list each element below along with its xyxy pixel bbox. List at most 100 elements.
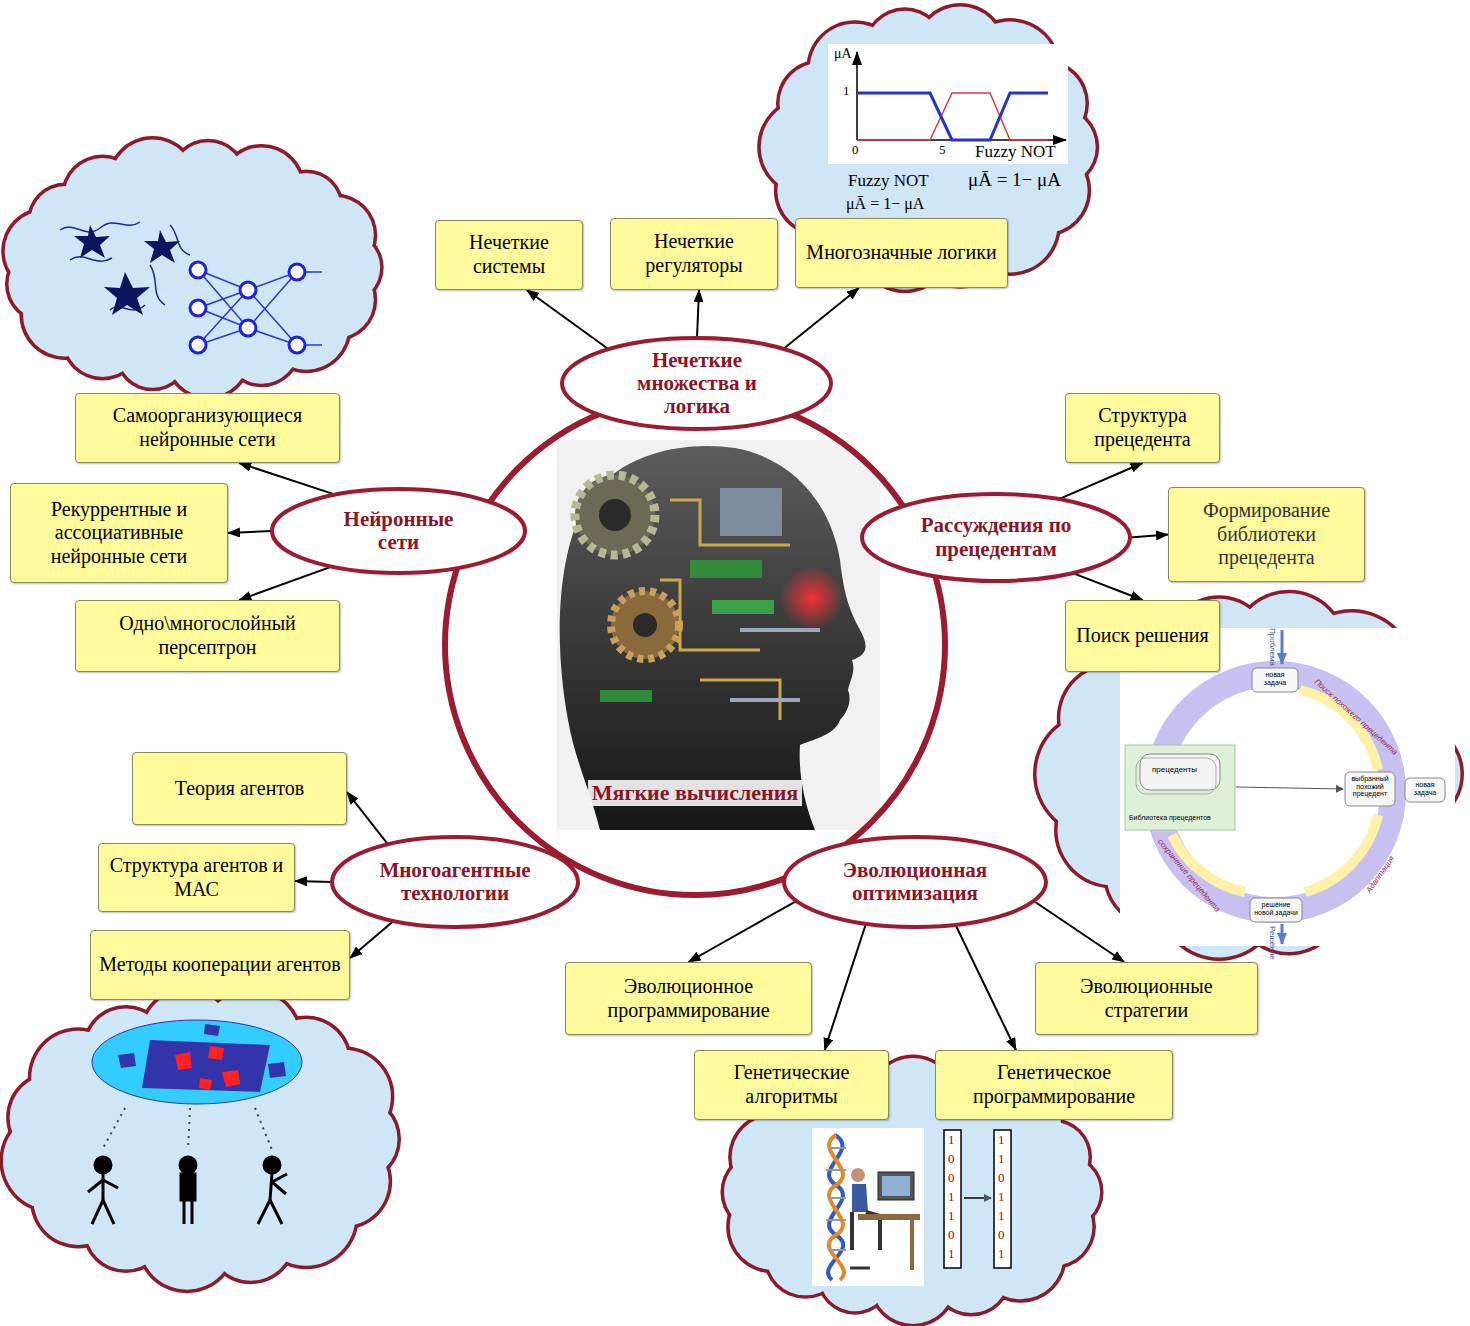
case-cycle-illustration-part	[1345, 772, 1395, 806]
label: 1	[998, 1190, 1005, 1204]
genetic-illustration-part	[812, 1128, 924, 1286]
agents-illustration-part-part	[183, 1200, 186, 1224]
topic-box: Теория агентов	[132, 752, 347, 825]
section-ellipse: Рассуждения по прецедентам	[860, 492, 1132, 583]
connector-arrow	[295, 881, 332, 882]
connector-arrow	[955, 925, 1015, 1050]
label: Проблема	[1267, 628, 1276, 666]
node-text: Многоагентные технологии	[355, 859, 555, 905]
connector-arrow	[784, 288, 859, 349]
circle-shape	[445, 395, 945, 895]
neural-illustration-part	[198, 270, 322, 345]
ellipse-shape	[272, 489, 525, 573]
topic-box: Генетические алгоритмы	[694, 1050, 889, 1120]
agents-illustration-part-part	[102, 1173, 105, 1200]
head-illustration-part-part	[599, 499, 631, 531]
node-text: Структура агентов и МАС	[105, 854, 288, 901]
text-wrap: Мягкие вычисления	[442, 780, 948, 806]
clouds	[0, 3, 1464, 1326]
connector-arrow	[1034, 901, 1124, 962]
section-ellipse: Многоагентные технологии	[330, 835, 580, 929]
text-wrap: Эволюционная оптимизация	[782, 835, 1048, 929]
label: 0	[852, 143, 859, 157]
ellipse-shape	[784, 837, 1046, 927]
label: 0	[948, 1152, 955, 1166]
topic-box: Эволюционные стратегии	[1035, 962, 1258, 1035]
fuzzy-chart-part	[857, 93, 1048, 140]
head-illustration-part-part	[560, 446, 866, 830]
text-wrap: Нейронные сети	[270, 487, 527, 575]
text-wrap: Рассуждения по прецедентам	[860, 492, 1132, 583]
head-illustration-part-part	[660, 500, 790, 720]
case-cycle-illustration-part	[1305, 815, 1378, 892]
label: 1	[948, 1209, 955, 1223]
circle-outline	[442, 392, 948, 898]
case-cycle-illustration-part	[1252, 668, 1298, 692]
agents-illustration-part	[222, 1070, 240, 1087]
topic-box: Эволюционное программирование	[565, 962, 812, 1035]
genetic-illustration	[812, 1128, 1011, 1286]
cloud	[1, 136, 384, 400]
neural-illustration-part	[74, 225, 110, 258]
head-illustration-part	[557, 440, 880, 830]
cloud	[1033, 590, 1464, 961]
neural-illustration-part-part	[190, 300, 206, 316]
label: решение новой задачи	[1252, 901, 1300, 916]
case-cycle-illustration-part	[1125, 745, 1235, 830]
case-cycle-illustration-part	[1236, 787, 1343, 789]
node-text: Методы кооперации агентов	[99, 953, 341, 977]
label: 1	[948, 1190, 955, 1204]
label: Решение	[1267, 926, 1276, 960]
genetic-illustration-part-part	[828, 1197, 846, 1199]
node-text: Эволюционные стратегии	[1042, 975, 1251, 1022]
connector-arrow	[228, 531, 272, 533]
label: 1	[998, 1209, 1005, 1223]
connector-arrow	[239, 567, 331, 600]
head-illustration-part-part	[575, 475, 655, 555]
node-text: Эволюционное программирование	[572, 975, 805, 1022]
neural-illustration-part-part	[190, 337, 206, 353]
neural-illustration-part-part	[240, 282, 256, 298]
ellipse-shape	[562, 338, 831, 429]
node-text: Генетические алгоритмы	[701, 1061, 882, 1108]
label: 0	[948, 1228, 955, 1242]
cloud	[757, 3, 1099, 293]
node-text: Нечеткие системы	[442, 231, 576, 278]
topic-box: Самоорганизующиеся нейронные сети	[75, 393, 340, 463]
connector-arrow	[527, 290, 609, 349]
genetic-illustration-part	[828, 1135, 843, 1280]
label: 0	[948, 1171, 955, 1185]
head-illustration-part-part	[730, 630, 820, 700]
genetic-illustration-part	[829, 1135, 844, 1280]
cloud	[0, 987, 401, 1293]
core-circle: Мягкие вычисления	[442, 392, 948, 898]
agents-illustration-part-part	[103, 1200, 114, 1224]
neural-illustration-part-part	[240, 320, 256, 336]
case-cycle-illustration-part	[1140, 754, 1220, 790]
cloud-body	[760, 1100, 1066, 1284]
agents-illustration-part-part	[181, 1174, 195, 1200]
agents-illustration-part-part	[92, 1200, 103, 1224]
agents-illustration-part	[92, 1020, 302, 1104]
head-illustration-part-part	[720, 488, 782, 536]
head-illustration-part-part	[633, 613, 657, 637]
connector-arrow	[689, 901, 797, 962]
label: 1	[948, 1247, 955, 1261]
agents-illustration-part-part	[95, 1157, 111, 1173]
topic-box: Одно\многослойный персептрон	[75, 600, 340, 672]
topic-box: Структура агентов и МАС	[98, 843, 295, 912]
agents-illustration-part	[118, 1053, 136, 1068]
topic-box: Генетическое программирование	[935, 1050, 1173, 1120]
genetic-illustration-part	[964, 1197, 991, 1199]
agents-illustration-part-part	[102, 1108, 125, 1150]
label: 1	[843, 84, 850, 98]
genetic-illustration-part	[851, 1168, 865, 1182]
agents-illustration-part	[268, 1062, 286, 1078]
label: новая задача	[1407, 781, 1443, 796]
case-cycle-illustration-part	[1120, 628, 1455, 946]
connector-arrow	[350, 921, 394, 958]
agents-illustration-part-part	[264, 1157, 280, 1173]
head-illustration-part-part	[600, 690, 652, 702]
neural-illustration-part-part	[289, 337, 305, 353]
